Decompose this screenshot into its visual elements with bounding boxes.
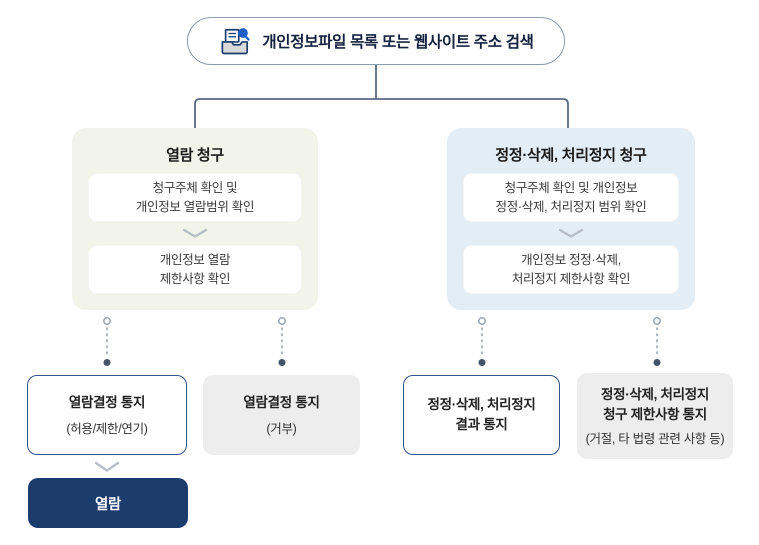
outcome-view-decision-notice: 열람결정 통지 (허용/제한/연기) [27, 375, 187, 455]
step-text: 정정·삭제, 처리정지 범위 확인 [495, 199, 647, 214]
dashed-connector [103, 317, 111, 366]
outcome-note: (거부) [266, 421, 297, 436]
outcome-correction-result-notice: 정정·삭제, 처리정지 결과 통지 [403, 375, 560, 455]
panel-correction-request: 정정·삭제, 처리정지 청구 청구주체 확인 및 개인정보 정정·삭제, 처리정… [447, 128, 695, 310]
panel-view-request: 열람 청구 청구주체 확인 및 개인정보 열람범위 확인 개인정보 열람 제한사… [72, 128, 318, 310]
outcome-note: (허용/제한/연기) [66, 421, 148, 436]
step-text: 개인정보 열람범위 확인 [135, 199, 255, 214]
step-text: 개인정보 정정·삭제, [521, 252, 621, 267]
final-step-label: 열람 [94, 496, 122, 513]
outcome-title: 정정·삭제, 처리정지 [600, 387, 710, 403]
outcome-title: 열람결정 통지 [68, 395, 146, 411]
final-step-view: 열람 [28, 478, 188, 528]
dashed-connector [278, 317, 286, 366]
outcome-correction-restriction-notice: 정정·삭제, 처리정지 청구 제한사항 통지 (거절, 타 법령 관련 사항 등… [577, 373, 733, 459]
step-box: 개인정보 열람 제한사항 확인 [88, 245, 302, 294]
step-text: 청구주체 확인 및 [152, 180, 238, 195]
connector-tree-branches [194, 98, 569, 128]
panel-title: 정정·삭제, 처리정지 청구 [495, 147, 647, 164]
step-box: 청구주체 확인 및 개인정보 열람범위 확인 [88, 173, 302, 222]
step-text: 청구주체 확인 및 개인정보 [504, 180, 638, 195]
chevron-down-icon [558, 228, 584, 238]
step-box: 청구주체 확인 및 개인정보 정정·삭제, 처리정지 범위 확인 [463, 173, 679, 222]
step-text: 제한사항 확인 [159, 271, 231, 286]
outcome-view-decision-refusal: 열람결정 통지 (거부) [203, 375, 360, 455]
search-header: 개인정보파일 목록 또는 웹사이트 주소 검색 [187, 17, 565, 65]
outcome-title: 청구 제한사항 통지 [603, 407, 707, 422]
step-box: 개인정보 정정·삭제, 처리정지 제한사항 확인 [463, 245, 679, 294]
chevron-down-icon [182, 228, 208, 238]
outcome-title: 열람결정 통지 [243, 395, 320, 411]
chevron-down-icon [94, 461, 120, 472]
outcome-title: 정정·삭제, 처리정지 [427, 397, 536, 413]
file-search-icon [221, 28, 251, 55]
page-title: 개인정보파일 목록 또는 웹사이트 주소 검색 [262, 34, 534, 51]
step-text: 처리정지 제한사항 확인 [511, 271, 631, 286]
outcome-title: 결과 통지 [455, 417, 508, 432]
outcome-note: (거절, 타 법령 관련 사항 등) [585, 431, 725, 446]
dashed-connector [653, 317, 661, 366]
panel-title: 열람 청구 [166, 147, 224, 164]
step-text: 개인정보 열람 [159, 252, 231, 267]
dashed-connector [478, 317, 486, 366]
